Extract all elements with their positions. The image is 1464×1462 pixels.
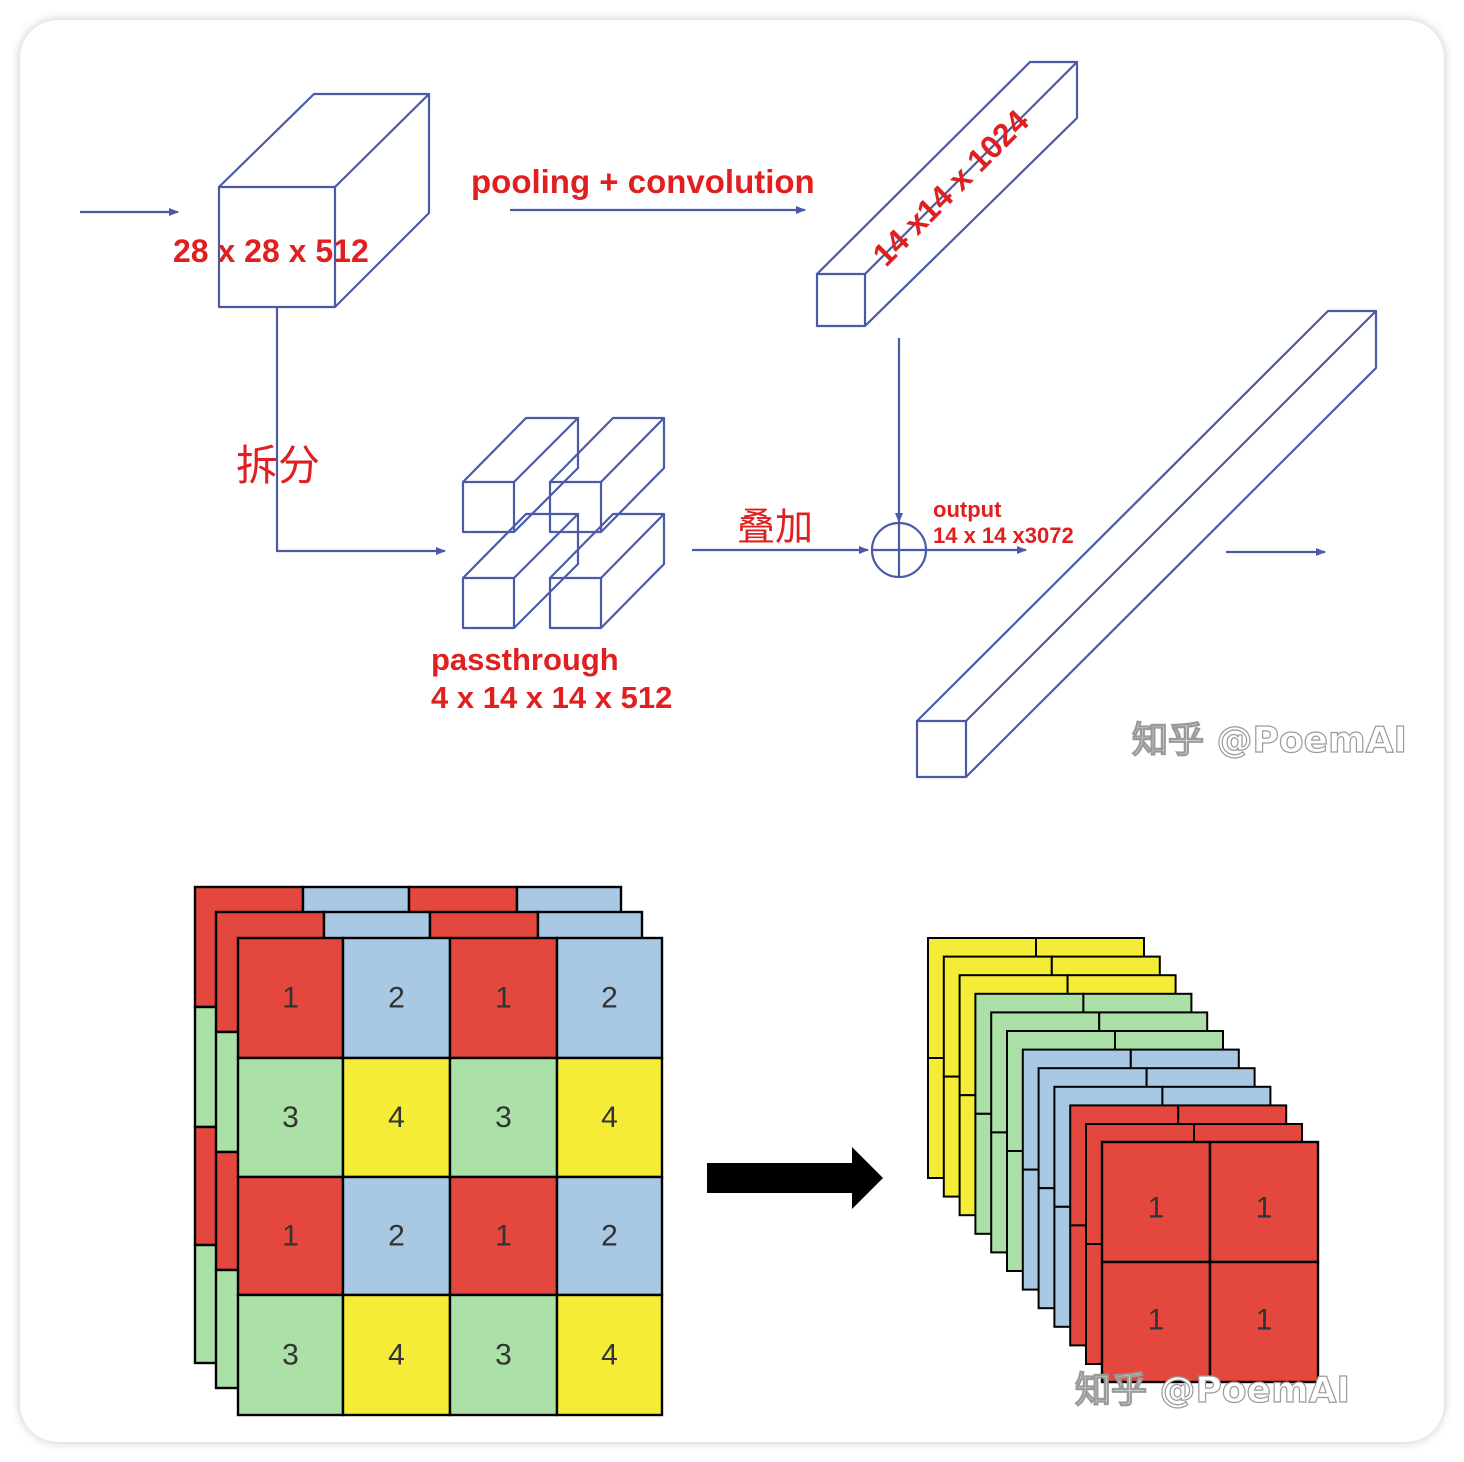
input-grid-stack (193, 885, 664, 1417)
grid-cell-number: 1 (282, 982, 299, 1015)
grid-cell-number: 3 (282, 1339, 299, 1372)
grid-cell-number: 2 (388, 982, 405, 1015)
grid-cell-number: 2 (601, 1220, 618, 1253)
grid-cell-number: 4 (601, 1339, 618, 1372)
passthrough-dims-label: 4 x 14 x 14 x 512 (431, 680, 672, 715)
grid-cell (555, 936, 664, 1060)
grid-cell-number: 3 (495, 1339, 512, 1372)
grid-cell-number: 4 (388, 1339, 405, 1372)
grid-cell-number: 4 (388, 1101, 405, 1134)
grid-cell-number: 4 (601, 1101, 618, 1134)
concat-plus-symbol (870, 521, 928, 579)
output-label: output (933, 497, 1002, 522)
output-block (915, 309, 1378, 779)
split-path-arrow (275, 307, 446, 555)
grid-cell (555, 1293, 664, 1417)
output-cell-number: 1 (1148, 1192, 1165, 1225)
output-cell-number: 1 (1256, 1304, 1273, 1337)
figure-card: 28 x 28 x 512 pooling + convolution 14 x… (20, 20, 1444, 1442)
input-feature-cube (217, 92, 431, 309)
output-cell (1100, 1140, 1212, 1264)
output-dims-label: 14 x 14 x3072 (933, 523, 1074, 548)
grid-cell (341, 936, 452, 1060)
stack-label: 叠加 (737, 505, 813, 549)
grid-cell (236, 1293, 345, 1417)
pooling-convolution-label: pooling + convolution (471, 163, 815, 200)
output-cell-number: 1 (1148, 1304, 1165, 1337)
grid-cell (341, 1056, 452, 1179)
conv-output-block (815, 60, 1079, 328)
output-cell-number: 1 (1256, 1192, 1273, 1225)
output-grid-front (1100, 1140, 1320, 1384)
split-label: 拆分 (236, 441, 320, 490)
transform-arrow (707, 1147, 883, 1209)
diagram-canvas: 28 x 28 x 512 pooling + convolution 14 x… (80, 60, 1407, 1417)
passthrough-label: passthrough (431, 642, 619, 677)
grid-cell-number: 1 (495, 982, 512, 1015)
grid-cell-number: 3 (282, 1101, 299, 1134)
output-cell (1208, 1260, 1320, 1384)
grid-cell (448, 1175, 559, 1297)
grid-cell-number: 2 (388, 1220, 405, 1253)
watermark-bottom: 知乎 @PoemAI (1075, 1370, 1350, 1411)
watermark-top: 知乎 @PoemAI (1132, 720, 1407, 761)
input-dims-label: 28 x 28 x 512 (173, 233, 369, 269)
grid-layer-front (236, 936, 664, 1417)
grid-cell-number: 1 (495, 1220, 512, 1253)
grid-cell-number: 3 (495, 1101, 512, 1134)
grid-cell-number: 2 (601, 982, 618, 1015)
output-cell (1208, 1140, 1320, 1264)
grid-cell-number: 1 (282, 1220, 299, 1253)
passthrough-blocks (461, 416, 666, 630)
grid-cell (448, 1293, 559, 1417)
conv-block-dims-label: 14 x14 x 1024 (865, 103, 1035, 273)
